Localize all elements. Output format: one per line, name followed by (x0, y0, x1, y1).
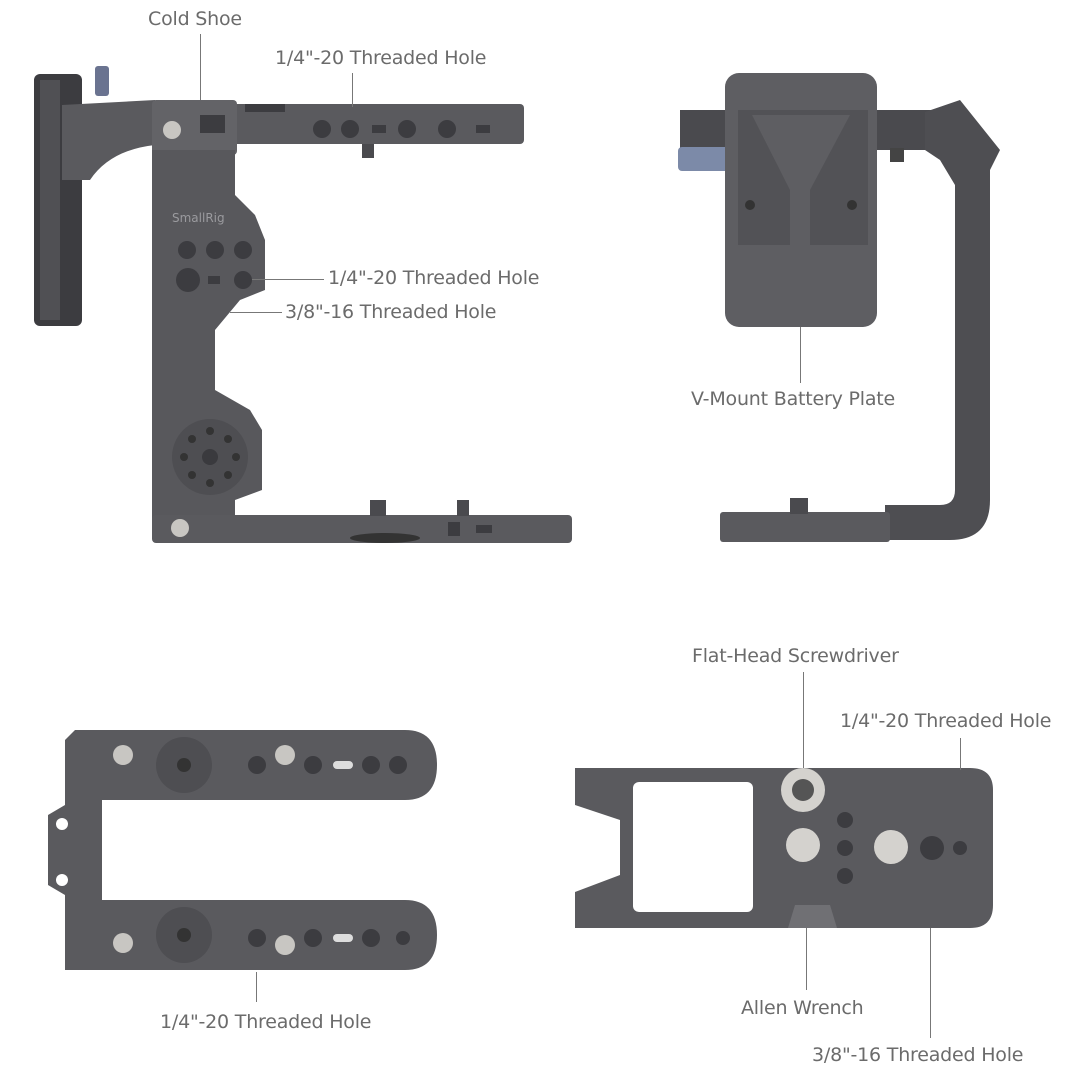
screw-icon (163, 121, 181, 139)
leader-line (800, 327, 801, 383)
rear-view-cage (678, 73, 1000, 542)
leader-line (352, 73, 353, 107)
leader-line (803, 672, 804, 768)
release-knob-icon (95, 66, 109, 96)
blue-knob-icon (678, 147, 738, 171)
leader-line (252, 279, 324, 280)
label-side-threeeighths-threaded-hole: 3/8"-16 Threaded Hole (285, 301, 497, 323)
leader-line (930, 928, 931, 1038)
top-view-plate (48, 730, 437, 970)
leader-line (806, 928, 807, 990)
leader-line (256, 972, 257, 1002)
label-top-rail-threaded-hole: 1/4"-20 Threaded Hole (275, 47, 487, 69)
leader-line (230, 312, 282, 313)
bottom-view-plate (575, 768, 993, 928)
label-bottom-quarter-threaded-hole: 1/4"-20 Threaded Hole (840, 710, 1052, 732)
leader-line (960, 738, 961, 770)
label-cold-shoe: Cold Shoe (148, 8, 242, 30)
side-view-cage: SmallRig (34, 66, 572, 543)
label-top-view-threaded-hole: 1/4"-20 Threaded Hole (160, 1011, 372, 1033)
allen-wrench-icon (788, 905, 837, 928)
label-bottom-threeeighths-threaded-hole: 3/8"-16 Threaded Hole (812, 1044, 1024, 1066)
label-side-quarter-threaded-hole: 1/4"-20 Threaded Hole (328, 267, 540, 289)
label-allen-wrench: Allen Wrench (741, 997, 864, 1019)
brand-mark: SmallRig (172, 211, 225, 225)
label-flat-head-screwdriver: Flat-Head Screwdriver (692, 645, 899, 667)
label-v-mount-battery-plate: V-Mount Battery Plate (691, 388, 896, 410)
leader-line (200, 34, 201, 100)
